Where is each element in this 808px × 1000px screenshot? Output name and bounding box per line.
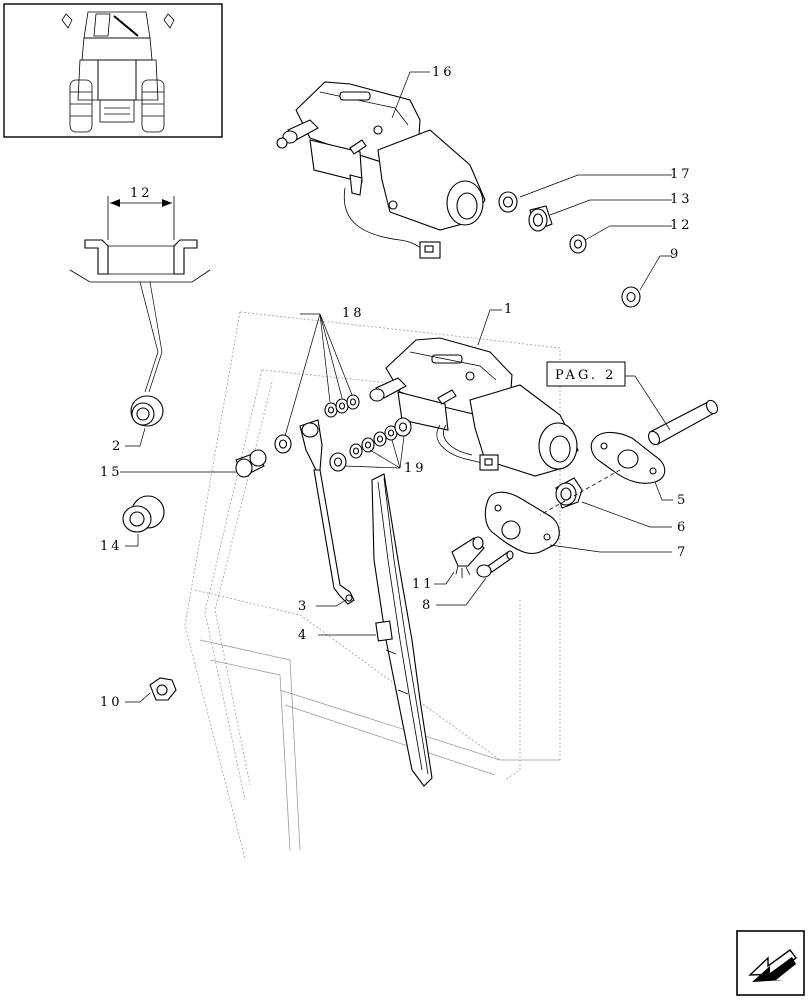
label-2: 2 xyxy=(112,439,123,454)
tractor-thumbnail-icon xyxy=(3,3,223,138)
label-12-dimension: 12 xyxy=(130,186,153,201)
wiper-motor-upper xyxy=(276,81,486,259)
label-5: 5 xyxy=(677,493,688,508)
spacer-17 xyxy=(498,191,518,213)
label-19: 19 xyxy=(404,461,427,476)
nut-9 xyxy=(621,286,641,308)
label-9: 9 xyxy=(670,247,681,262)
label-16: 16 xyxy=(432,65,455,80)
wiper-arm-3 xyxy=(299,419,355,605)
wiper-motor-main xyxy=(369,337,579,477)
page-reference-label[interactable]: PAG. 2 xyxy=(555,368,616,383)
washer-set-18 xyxy=(324,394,360,418)
grommet-detail xyxy=(69,196,211,393)
label-8: 8 xyxy=(422,598,433,613)
tube-ref xyxy=(647,399,719,446)
cap-11 xyxy=(451,536,485,578)
label-6: 6 xyxy=(677,520,688,535)
bracket-7 xyxy=(484,491,560,555)
nut-10 xyxy=(149,677,177,701)
grommet-2 xyxy=(130,395,164,427)
grommet-14 xyxy=(122,495,165,533)
label-4: 4 xyxy=(298,628,309,643)
part-labels: 16 17 13 12 9 12 18 1 2 15 19 5 6 14 7 1… xyxy=(100,65,693,710)
cab-outline xyxy=(184,311,561,859)
label-15: 15 xyxy=(100,465,123,480)
label-10: 10 xyxy=(100,695,123,710)
label-12: 12 xyxy=(670,218,693,233)
bushing-13 xyxy=(528,205,553,232)
label-18: 18 xyxy=(342,306,365,321)
label-14: 14 xyxy=(100,539,123,554)
label-7: 7 xyxy=(677,545,688,560)
wiper-blade-4 xyxy=(371,473,433,787)
label-17: 17 xyxy=(670,167,693,182)
label-3: 3 xyxy=(298,599,309,614)
nut-18 xyxy=(274,434,292,454)
cap-15 xyxy=(235,449,267,478)
bushing-6 xyxy=(555,477,583,509)
screw-8 xyxy=(476,550,514,578)
washer-set-19 xyxy=(329,417,412,472)
label-1: 1 xyxy=(504,302,515,317)
leader-lines xyxy=(120,71,673,703)
page-reference-box[interactable]: PAG. 2 xyxy=(546,361,626,387)
label-13: 13 xyxy=(670,192,693,207)
label-11: 11 xyxy=(412,577,435,592)
washer-12 xyxy=(569,234,587,254)
arrow-back-icon[interactable] xyxy=(736,930,805,996)
